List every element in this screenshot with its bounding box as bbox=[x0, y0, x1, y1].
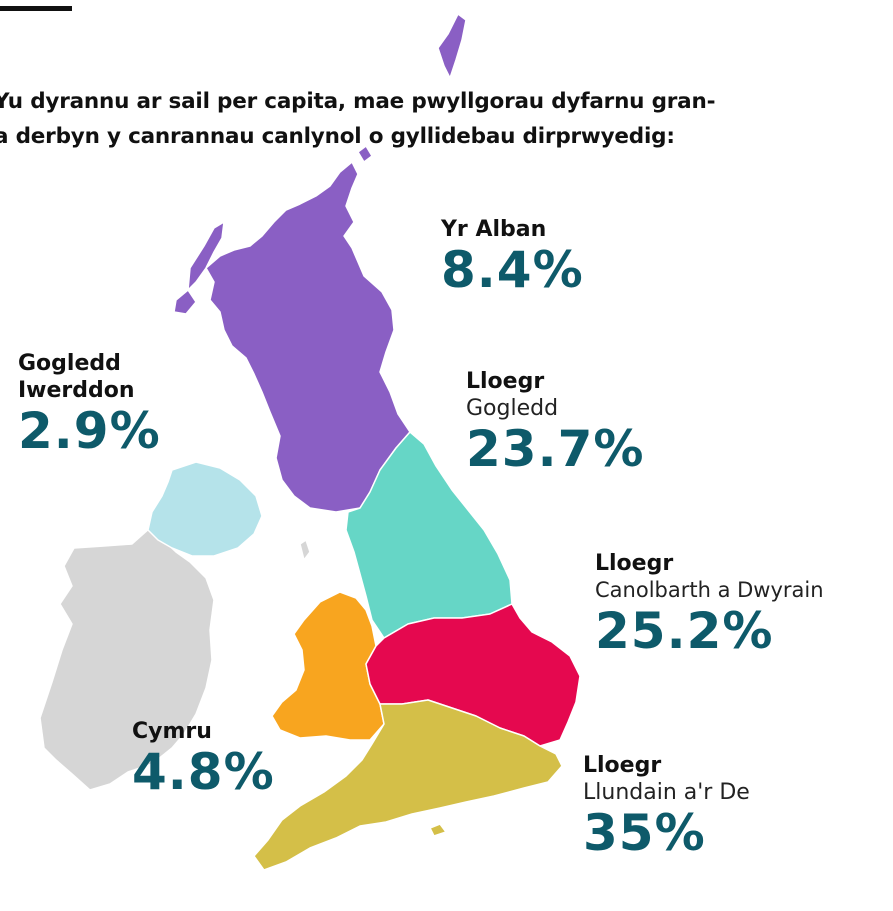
region-scotland-shetland bbox=[437, 13, 467, 79]
heading-line-2: a derbyn y canrannau canlynol o gyllideb… bbox=[0, 124, 675, 149]
label-midlands-east-value: 25.2% bbox=[595, 602, 774, 660]
label-north-england: Lloegr Gogledd 23.7% bbox=[466, 368, 644, 476]
region-ireland bbox=[39, 527, 215, 791]
region-scotland bbox=[205, 161, 411, 513]
region-london-south bbox=[253, 699, 563, 871]
region-isle-of-wight bbox=[429, 823, 447, 837]
label-london-south-name: Lloegr bbox=[583, 753, 662, 778]
label-wales-value: 4.8% bbox=[132, 743, 275, 801]
heading-line-1: Yu dyrannu ar sail per capita, mae pwyll… bbox=[0, 89, 716, 114]
region-scotland-hebrides bbox=[187, 221, 225, 291]
label-north-england-value: 23.7% bbox=[466, 420, 645, 478]
region-isle-of-man bbox=[299, 539, 311, 561]
label-northern-ireland-name-1: Gogledd bbox=[18, 351, 121, 376]
region-scotland-isles-west bbox=[173, 289, 197, 315]
label-midlands-east-name: Lloegr bbox=[595, 551, 674, 576]
label-wales-name: Cymru bbox=[132, 719, 212, 744]
region-scotland-orkney bbox=[357, 145, 373, 163]
label-scotland-value: 8.4% bbox=[441, 241, 584, 299]
label-north-england-sub: Gogledd bbox=[466, 396, 559, 421]
label-wales: Cymru 4.8% bbox=[132, 718, 275, 799]
region-wales bbox=[271, 591, 385, 741]
top-rule bbox=[0, 6, 72, 11]
label-scotland-name: Yr Alban bbox=[441, 217, 547, 242]
heading: Yu dyrannu ar sail per capita, mae pwyll… bbox=[0, 84, 893, 154]
label-northern-ireland: Gogledd Iwerddon 2.9% bbox=[18, 350, 161, 458]
label-london-south-value: 35% bbox=[583, 804, 706, 862]
region-northern-ireland bbox=[147, 461, 263, 557]
label-scotland: Yr Alban 8.4% bbox=[441, 216, 584, 297]
label-midlands-east-sub: Canolbarth a Dwyrain bbox=[595, 578, 824, 602]
label-north-england-name: Lloegr bbox=[466, 369, 545, 394]
label-northern-ireland-value: 2.9% bbox=[18, 402, 161, 460]
label-midlands-east: Lloegr Canolbarth a Dwyrain 25.2% bbox=[595, 550, 824, 658]
label-london-south-sub: Llundain a'r De bbox=[583, 780, 750, 805]
label-london-south: Lloegr Llundain a'r De 35% bbox=[583, 752, 750, 860]
label-northern-ireland-name-2: Iwerddon bbox=[18, 378, 135, 403]
